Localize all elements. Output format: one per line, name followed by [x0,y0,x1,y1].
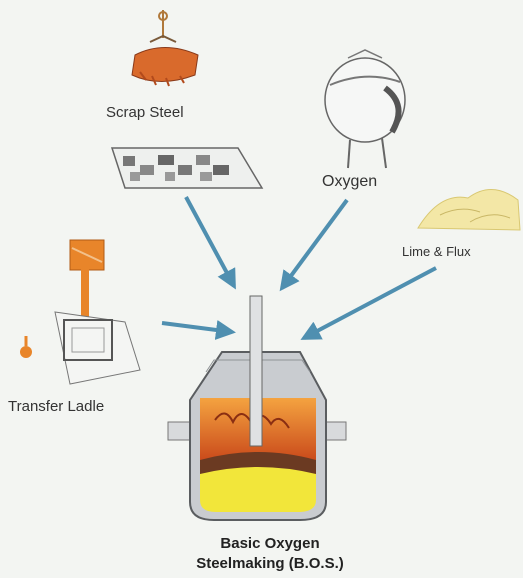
scrap-crane-icon [132,10,198,86]
oxygen-label: Oxygen [322,173,377,191]
transfer-ladle-icon [20,240,140,384]
arrow-lime [304,268,436,338]
process-title-line1: Basic Oxygen [150,534,390,554]
input-arrows [162,197,436,338]
oxygen-lance [250,296,262,446]
transfer-ladle-label: Transfer Ladle [8,398,104,415]
oxygen-tank-icon [325,50,405,168]
arrow-oxygen [282,200,347,288]
process-title-line2: Steelmaking (B.O.S.) [150,554,390,574]
scrap-steel-label: Scrap Steel [106,104,184,121]
arrow-scrap [186,197,234,286]
scrap-pile-icon [112,148,262,188]
arrow-ladle [162,323,232,332]
lime-pile-icon [418,189,520,230]
process-title: Basic Oxygen Steelmaking (B.O.S.) [150,534,390,574]
lime-flux-label: Lime & Flux [402,244,471,259]
